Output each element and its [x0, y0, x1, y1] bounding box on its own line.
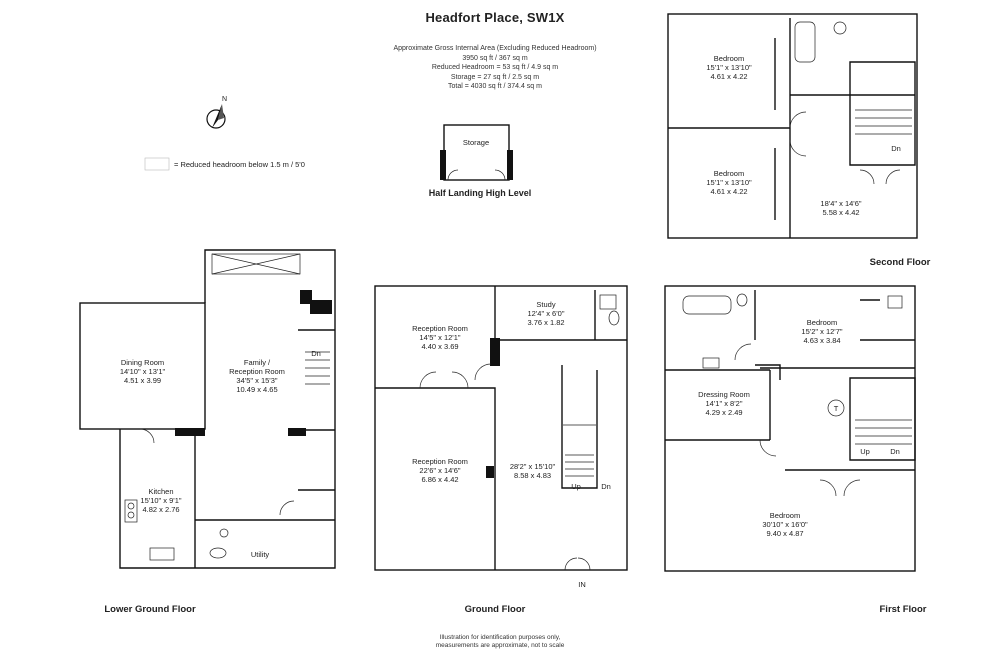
- room-size-metric: 4.29 x 2.49: [705, 408, 743, 417]
- first-plan: [664, 285, 916, 572]
- room-size-metric: 5.58 x 4.42: [822, 208, 860, 217]
- stairs-up-first: Up: [860, 447, 870, 456]
- second-plan: [667, 13, 918, 239]
- room-size-imperial: 14'5" x 12'1": [419, 333, 461, 342]
- room-utility: Utility: [250, 550, 270, 559]
- area-line: 3950 sq ft / 367 sq m: [462, 54, 528, 62]
- disclaimer-line: measurements are approximate, not to sca…: [435, 642, 565, 649]
- room-size-imperial: 30'10" x 16'0": [762, 520, 808, 529]
- room-name: Bedroom: [806, 318, 838, 327]
- room-name: Reception Room: [412, 457, 468, 466]
- room-size-imperial: 28'2" x 15'10": [509, 462, 556, 471]
- page-title: Headfort Place, SW1X: [425, 10, 565, 25]
- room-size-imperial: 15'1" x 13'10": [706, 63, 752, 72]
- area-line: Approximate Gross Internal Area (Excludi…: [393, 45, 597, 52]
- room-size-imperial: 15'1" x 13'10": [706, 178, 752, 187]
- stairs-dn-lg: Dn: [311, 349, 321, 358]
- room-name: Family /: [243, 358, 271, 367]
- room-name-line2: Reception Room: [229, 367, 285, 376]
- room-reception-2: Reception Room 22'6" x 14'6" 6.86 x 4.42: [395, 457, 485, 484]
- room-name: Bedroom: [713, 54, 745, 63]
- room-bedroom-first-main: Bedroom 30'10" x 16'0" 9.40 x 4.87: [740, 511, 830, 538]
- room-size-metric: 4.82 x 2.76: [142, 505, 180, 514]
- half-landing-caption: Half Landing High Level: [428, 188, 532, 198]
- room-size-metric: 3.76 x 1.82: [527, 318, 565, 327]
- room-size-metric: 8.58 x 4.83: [513, 471, 552, 480]
- room-size-metric: 9.40 x 4.87: [766, 529, 804, 538]
- room-name: Bedroom: [769, 511, 801, 520]
- room-size-imperial: 14'10" x 13'1": [119, 367, 166, 376]
- room-size-imperial: 15'2" x 12'7": [801, 327, 843, 336]
- caption-lower-ground: Lower Ground Floor: [104, 604, 196, 615]
- room-size-imperial: 22'6" x 14'6": [419, 466, 461, 475]
- room-size-metric: 4.40 x 3.69: [421, 342, 459, 351]
- room-name: Dining Room: [120, 358, 165, 367]
- caption-ground: Ground Floor: [464, 604, 526, 615]
- area-line: Storage = 27 sq ft / 2.5 sq m: [450, 73, 540, 81]
- legend-text: = Reduced headroom below 1.5 m / 5'0: [174, 160, 305, 169]
- room-bedroom-second-1: Bedroom 15'1" x 13'10" 4.61 x 4.22: [694, 54, 764, 81]
- room-name: Bedroom: [713, 169, 745, 178]
- room-bedroom-first-top: Bedroom 15'2" x 12'7" 4.63 x 3.84: [782, 318, 862, 345]
- compass-rose: [206, 104, 226, 129]
- storage-label: Storage: [462, 138, 490, 147]
- room-landing-second: 18'4" x 14'6" 5.58 x 4.42: [812, 199, 870, 217]
- room-reception-1: Reception Room 14'5" x 12'1" 4.40 x 3.69: [395, 324, 485, 351]
- room-size-metric: 4.51 x 3.99: [123, 376, 162, 385]
- room-dining: Dining Room 14'10" x 13'1" 4.51 x 3.99: [90, 358, 195, 385]
- room-name: Reception Room: [412, 324, 468, 333]
- room-size-metric: 4.63 x 3.84: [803, 336, 841, 345]
- area-line: Reduced Headroom = 53 sq ft / 4.9 sq m: [431, 64, 559, 71]
- room-hall-ground: 28'2" x 15'10" 8.58 x 4.83: [505, 462, 560, 480]
- caption-first: First Floor: [879, 604, 927, 615]
- stairs-dn-second: Dn: [891, 144, 901, 153]
- stairs-t-first: T: [833, 404, 839, 413]
- lower-ground-plan: [79, 249, 336, 569]
- room-kitchen: Kitchen 15'10" x 9'1" 4.82 x 2.76: [130, 487, 192, 514]
- stairs-dn-ground: Dn: [601, 482, 611, 491]
- room-size-imperial: 18'4" x 14'6": [820, 199, 862, 208]
- room-size-metric: 4.61 x 4.22: [710, 72, 748, 81]
- area-summary: Approximate Gross Internal Area (Excludi…: [380, 44, 610, 92]
- stairs-up-ground: Up: [571, 482, 581, 491]
- room-size-metric: 10.49 x 4.65: [236, 385, 278, 394]
- room-size-metric: 6.86 x 4.42: [421, 475, 459, 484]
- room-name: Study: [536, 300, 556, 309]
- room-dressing: Dressing Room 14'1" x 8'2" 4.29 x 2.49: [684, 390, 764, 417]
- legend-swatch: [144, 157, 170, 171]
- ground-plan: [374, 285, 628, 571]
- room-bedroom-second-2: Bedroom 15'1" x 13'10" 4.61 x 4.22: [694, 169, 764, 196]
- room-size-imperial: 14'1" x 8'2": [705, 399, 743, 408]
- entrance-in: IN: [578, 580, 586, 589]
- room-size-imperial: 12'4" x 6'0": [527, 309, 565, 318]
- area-line: Total = 4030 sq ft / 374.4 sq m: [448, 83, 542, 90]
- room-name: Kitchen: [148, 487, 174, 496]
- disclaimer: Illustration for identification purposes…: [400, 634, 600, 650]
- room-study: Study 12'4" x 6'0" 3.76 x 1.82: [514, 300, 578, 327]
- room-size-imperial: 34'5" x 15'3": [236, 376, 278, 385]
- storage-plan: [440, 124, 513, 181]
- room-family: Family / Reception Room 34'5" x 15'3" 10…: [212, 358, 302, 394]
- room-size-imperial: 15'10" x 9'1": [140, 496, 182, 505]
- compass-letter: N: [222, 96, 228, 103]
- disclaimer-line: Illustration for identification purposes…: [439, 634, 561, 641]
- room-size-metric: 4.61 x 4.22: [710, 187, 748, 196]
- caption-second: Second Floor: [869, 257, 931, 268]
- stairs-dn-first: Dn: [890, 447, 900, 456]
- room-name: Dressing Room: [698, 390, 750, 399]
